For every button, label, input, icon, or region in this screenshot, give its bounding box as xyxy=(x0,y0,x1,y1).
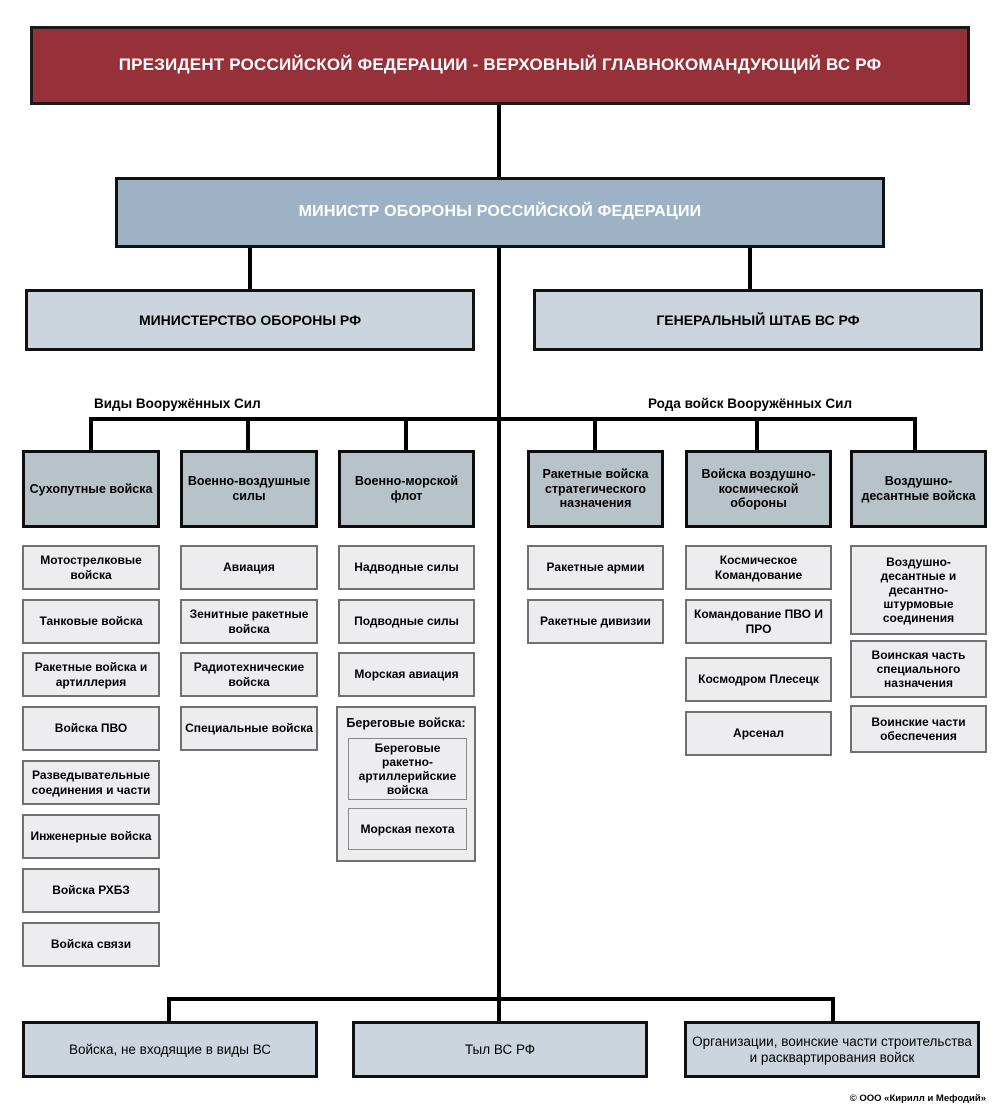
branch-head-airborne-troops[interactable]: Воздушно-десантные войска xyxy=(850,450,987,528)
connector-ministry-drop xyxy=(248,248,252,289)
minister-box: МИНИСТР ОБОРОНЫ РОССИЙСКОЙ ФЕДЕРАЦИИ xyxy=(115,177,885,248)
list-item[interactable]: Мотострелковые войска xyxy=(22,545,160,590)
drop-branch-1 xyxy=(246,417,250,450)
bottom-box-rear-services[interactable]: Тыл ВС РФ xyxy=(352,1021,648,1078)
general-staff-box: ГЕНЕРАЛЬНЫЙ ШТАБ ВС РФ xyxy=(533,289,983,351)
list-item[interactable]: Радиотехнические войска xyxy=(180,652,318,697)
list-item[interactable]: Ракетные армии xyxy=(527,545,664,590)
list-item[interactable]: Танковые войска xyxy=(22,599,160,644)
drop-branch-2 xyxy=(404,417,408,450)
president-box: ПРЕЗИДЕНТ РОССИЙСКОЙ ФЕДЕРАЦИИ - ВЕРХОВН… xyxy=(30,26,970,105)
list-item[interactable]: Воздушно-десантные и десантно-штурмовые … xyxy=(850,545,987,635)
drop-bottom-2 xyxy=(831,997,835,1021)
connector-president-minister xyxy=(497,105,501,177)
list-item[interactable]: Авиация xyxy=(180,545,318,590)
connector-genstaff-drop xyxy=(748,248,752,289)
list-item[interactable]: Инженерные войска xyxy=(22,814,160,859)
list-item[interactable]: Войска связи xyxy=(22,922,160,967)
ministry-of-defence-box: МИНИСТЕРСТВО ОБОРОНЫ РФ xyxy=(25,289,475,351)
list-item[interactable]: Космическое Командование xyxy=(685,545,832,590)
list-item[interactable]: Подводные силы xyxy=(338,599,475,644)
bus-line-bottom xyxy=(167,997,835,1001)
bottom-box-non-service-troops[interactable]: Войска, не входящие в виды ВС xyxy=(22,1021,318,1078)
branch-head-air-force[interactable]: Военно-воздушные силы xyxy=(180,450,318,528)
caption-services: Виды Вооружённых Сил xyxy=(94,396,261,411)
list-item[interactable]: Морская пехота xyxy=(348,808,467,850)
list-item[interactable]: Воинские части обеспечения xyxy=(850,705,987,753)
coastal-troops-group-title: Береговые войска: xyxy=(346,716,466,730)
list-item[interactable]: Космодром Плесецк xyxy=(685,657,832,702)
list-item[interactable]: Арсенал xyxy=(685,711,832,756)
connector-central-spine xyxy=(497,248,501,997)
drop-branch-5 xyxy=(913,417,917,450)
branch-head-aerospace-defence[interactable]: Войска воздушно-космической обороны xyxy=(685,450,832,528)
bus-line-arms xyxy=(497,417,917,421)
list-item[interactable]: Командование ПВО И ПРО xyxy=(685,599,832,644)
list-item[interactable]: Ракетные дивизии xyxy=(527,599,664,644)
list-item[interactable]: Ракетные войска и артиллерия xyxy=(22,652,160,697)
list-item[interactable]: Береговые ракетно-артиллерийские войска xyxy=(348,738,467,800)
list-item[interactable]: Воинская часть специального назначения xyxy=(850,640,987,698)
bus-line-services xyxy=(89,417,501,421)
list-item[interactable]: Надводные силы xyxy=(338,545,475,590)
drop-bottom-1 xyxy=(497,997,501,1021)
branch-head-ground-forces[interactable]: Сухопутные войска xyxy=(22,450,160,528)
copyright-notice: © ООО «Кирилл и Мефодий» xyxy=(849,1093,986,1104)
drop-branch-0 xyxy=(89,417,93,450)
list-item[interactable]: Зенитные ракетные войска xyxy=(180,599,318,644)
list-item[interactable]: Войска ПВО xyxy=(22,706,160,751)
drop-branch-4 xyxy=(755,417,759,450)
list-item[interactable]: Специальные войска xyxy=(180,706,318,751)
drop-bottom-0 xyxy=(167,997,171,1021)
list-item[interactable]: Морская авиация xyxy=(338,652,475,697)
coastal-troops-group: Береговые войска: Береговые ракетно-арти… xyxy=(336,706,476,862)
caption-arms: Рода войск Вооружённых Сил xyxy=(648,396,853,411)
list-item[interactable]: Разведывательные соединения и части xyxy=(22,760,160,805)
branch-head-navy[interactable]: Военно-морской флот xyxy=(338,450,475,528)
bottom-box-construction-organisations[interactable]: Организации, воинские части строительств… xyxy=(684,1021,980,1078)
list-item[interactable]: Войска РХБЗ xyxy=(22,868,160,913)
drop-branch-3 xyxy=(593,417,597,450)
branch-head-strategic-rocket-forces[interactable]: Ракетные войска стратегического назначен… xyxy=(527,450,664,528)
